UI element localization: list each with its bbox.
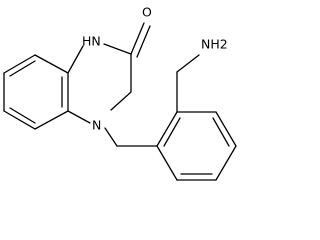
carbonyl-bond xyxy=(130,22,145,55)
benzyl-linker xyxy=(104,127,158,147)
bond xyxy=(104,127,118,147)
double-bond-inner xyxy=(163,117,181,147)
bond xyxy=(3,110,36,130)
bond xyxy=(34,54,69,74)
bond xyxy=(3,54,36,74)
bond xyxy=(215,145,237,181)
aminomethyl-chain xyxy=(176,54,200,113)
double-bond-inner xyxy=(9,60,36,77)
bond xyxy=(34,110,69,130)
bond xyxy=(67,45,84,74)
bond xyxy=(103,43,132,55)
oxygen-atom-label: O xyxy=(142,5,152,20)
fused-benzene-ring xyxy=(3,54,69,130)
carbonyl-bond xyxy=(136,25,151,58)
lactam-ring xyxy=(67,22,151,124)
benzyl-ring xyxy=(156,111,237,181)
bond xyxy=(215,111,237,147)
chemical-structure: O HN N NH2 xyxy=(3,5,237,181)
nh-ring-atom-label: HN xyxy=(82,34,101,49)
double-bond-inner xyxy=(9,107,36,124)
bond xyxy=(176,54,200,73)
n-ring-atom-label: N xyxy=(92,118,101,133)
bond xyxy=(156,111,178,147)
double-bond-inner xyxy=(212,117,230,147)
bond xyxy=(110,91,132,111)
nh2-atom-label: NH2 xyxy=(201,37,228,52)
bond xyxy=(67,110,91,124)
bond xyxy=(156,145,178,181)
